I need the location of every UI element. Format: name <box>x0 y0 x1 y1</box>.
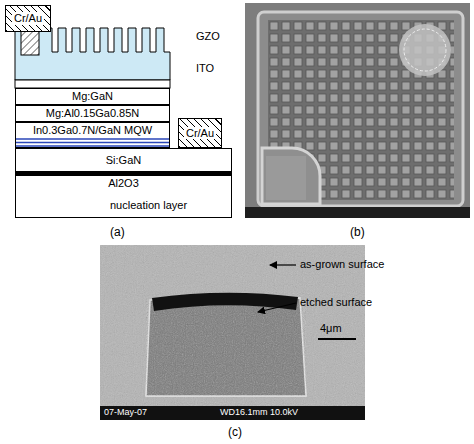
sem-footer-text: 07-May-07 <box>104 407 147 417</box>
mqw-band: In0.3Ga0.7N/GaN MQW <box>15 122 170 148</box>
mqw-line <box>15 145 170 147</box>
layer-band: Mg:GaN <box>15 88 170 105</box>
layer-text: Cr/Au <box>12 12 44 25</box>
sem-tilted-view <box>100 245 365 420</box>
contact-stem <box>21 31 39 55</box>
callout-label: etched surface <box>300 296 372 309</box>
layer-label: ITO <box>196 62 214 75</box>
layer-band: Si:GaN <box>15 148 232 172</box>
scale-label: 4μm <box>320 322 342 335</box>
layer-band: Mg:Al0.15Ga0.85N <box>15 105 170 122</box>
mqw-line <box>15 138 170 140</box>
layer-text: Mg:GaN <box>72 90 113 103</box>
led-cross-section <box>15 28 232 175</box>
layer-text: Al2O3 <box>108 177 139 190</box>
substrate-band: Al2O3 <box>15 175 232 218</box>
callout-label: as-grown surface <box>300 258 384 271</box>
layer-text: Mg:Al0.15Ga0.85N <box>46 107 140 120</box>
layer-text: In0.3Ga0.7N/GaN MQW <box>33 124 152 137</box>
layer-text: Si:GaN <box>106 154 141 167</box>
panel-label: (b) <box>350 226 365 240</box>
layer-text: Cr/Au <box>184 127 216 140</box>
gzo-layer <box>15 28 170 80</box>
ito-layer <box>15 80 170 88</box>
sem-footer-text: WD16.1mm 10.0kV <box>220 407 298 417</box>
metal-contact: Cr/Au <box>5 5 51 32</box>
panel-label: (a) <box>110 226 125 240</box>
mqw-line <box>15 142 170 144</box>
layer-label: GZO <box>196 30 220 43</box>
sem-top-view <box>245 3 470 218</box>
panel-label: (c) <box>228 426 242 440</box>
metal-contact: Cr/Au <box>178 118 222 148</box>
